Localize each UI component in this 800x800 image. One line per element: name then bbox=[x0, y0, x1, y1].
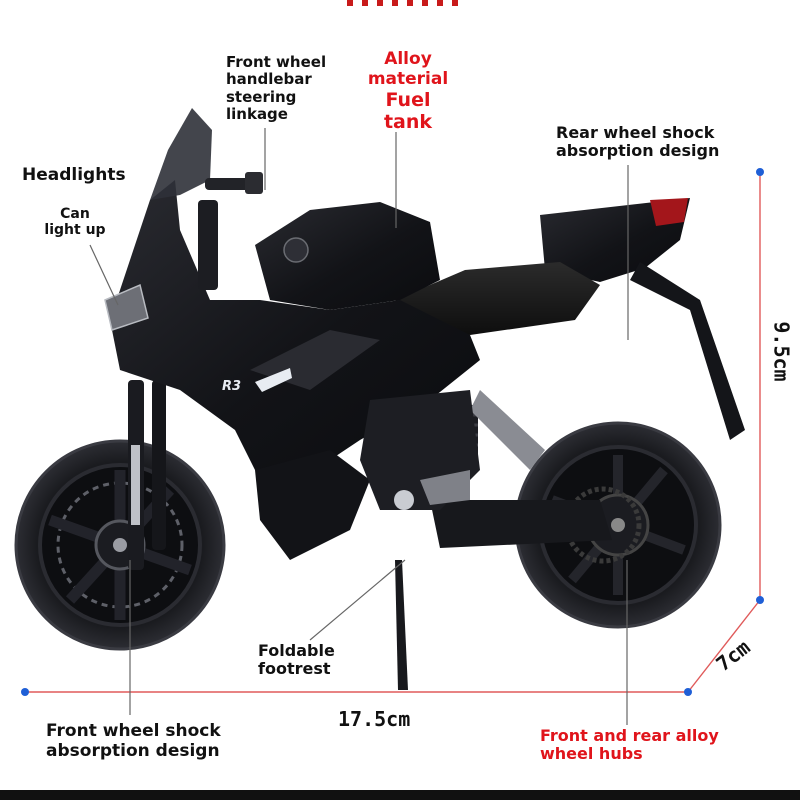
bike-model-badge: R3 bbox=[222, 379, 242, 394]
motorcycle-body bbox=[104, 108, 745, 690]
dimension-height: 9.5cm bbox=[769, 321, 794, 382]
label-foldable-footrest: Foldable footrest bbox=[258, 641, 335, 679]
label-front-wheel-shock: Front wheel shock absorption design bbox=[46, 721, 221, 761]
label-headlights: Headlights bbox=[22, 165, 126, 185]
label-alloy-wheel-hubs: Front and rear alloy wheel hubs bbox=[540, 726, 719, 764]
label-alloy-material: Alloy material bbox=[367, 49, 449, 89]
leader-lines bbox=[89, 128, 629, 725]
bottom-border-bar bbox=[0, 790, 800, 800]
dimension-endpoints bbox=[21, 168, 764, 696]
dimension-length: 17.5cm bbox=[338, 707, 411, 731]
label-front-wheel-handlebar: Front wheel handlebar steering linkage bbox=[226, 53, 327, 123]
label-rear-wheel-shock: Rear wheel shock absorption design bbox=[556, 123, 720, 161]
label-fuel-tank: Fuel tank bbox=[383, 89, 433, 133]
top-decoration-dots bbox=[347, 0, 458, 6]
front-forks bbox=[128, 380, 166, 570]
label-can-light-up: Can light up bbox=[44, 206, 106, 239]
dimension-lines bbox=[25, 172, 761, 693]
front-wheel bbox=[14, 439, 226, 651]
